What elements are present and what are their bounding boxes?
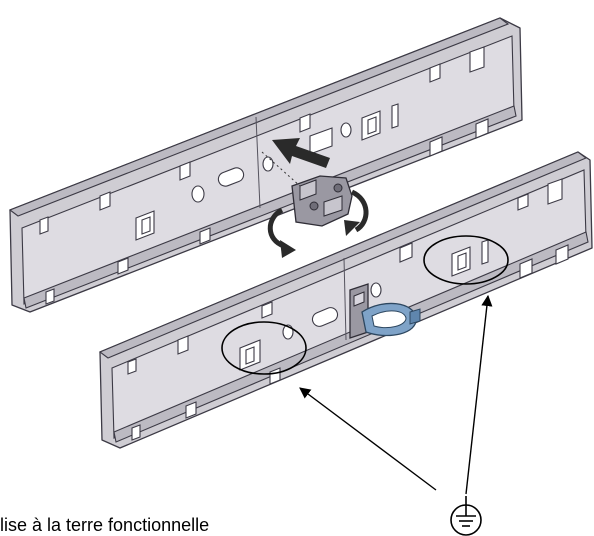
insertion-arrow	[272, 138, 330, 168]
rail-connector-piece	[291, 175, 353, 227]
caption-functional-earthing: lise à la terre fonctionnelle	[0, 515, 210, 535]
callout-line-right	[465, 294, 493, 495]
upper-rail	[8, 17, 523, 313]
ground-point-ring-left	[221, 321, 307, 375]
ground-icon	[450, 496, 482, 536]
rotation-arrow-right	[350, 189, 369, 233]
callout-line-left	[299, 387, 437, 491]
rotation-arrow-left	[267, 207, 286, 249]
ground-point-ring-right	[423, 235, 509, 285]
ground-clamp	[349, 283, 421, 339]
